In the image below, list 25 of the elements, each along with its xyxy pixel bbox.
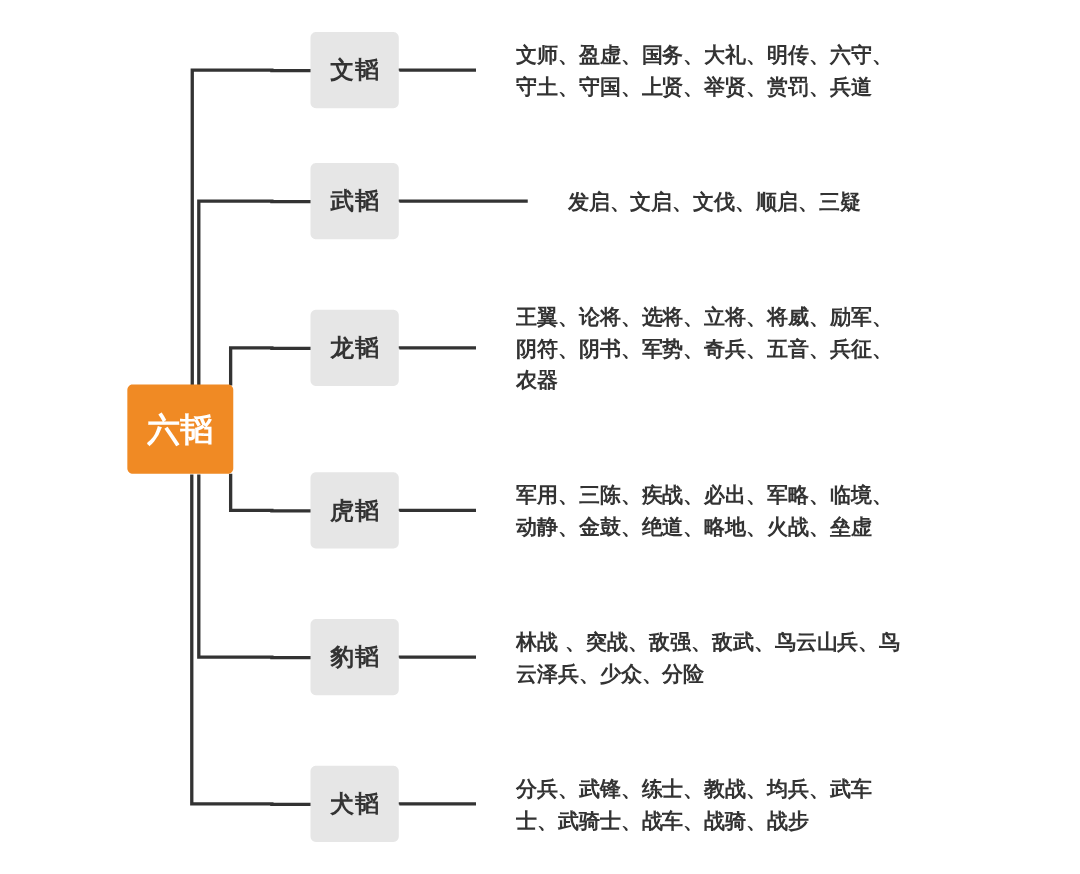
connector <box>190 474 312 807</box>
connector <box>397 199 528 204</box>
node-text: 军用、三陈、疾战、必出、军略、临境、动静、金鼓、绝道、略地、火战、垒虚 <box>515 482 894 538</box>
connector <box>229 473 312 513</box>
node-text: 林战 、突战、敌强、敌武、鸟云山兵、鸟云泽兵、少众、分险 <box>515 628 901 685</box>
node-text: 王翼、论将、选将、立将、将威、励军、阴符、阴书、军势、奇兵、五音、兵征、农器 <box>515 304 894 392</box>
connector <box>397 508 476 513</box>
node-box: 六韬 <box>127 384 234 474</box>
connector <box>397 655 476 660</box>
connector <box>197 474 312 660</box>
node-box: 文韬 <box>310 32 399 109</box>
node-box: 虎韬 <box>310 472 399 549</box>
connector <box>229 346 312 386</box>
connector <box>397 802 476 807</box>
node-text: 分兵、武锋、练士、教战、均兵、武车士、武骑士、战车、战骑、战步 <box>515 775 873 832</box>
connector <box>397 68 476 73</box>
connector <box>397 346 476 351</box>
connector <box>197 199 312 385</box>
node-box: 犬韬 <box>310 765 399 842</box>
node-box: 豹韬 <box>310 619 399 696</box>
node-text: 发启、文启、文伐、顺启、三疑 <box>567 188 862 214</box>
node-text: 文师、盈虚、国务、大礼、明传、六守、守土、守国、上贤、举贤、赏罚、兵道 <box>515 42 894 98</box>
node-box: 龙韬 <box>310 309 399 386</box>
connector <box>190 68 312 385</box>
node-box: 武韬 <box>310 163 399 240</box>
